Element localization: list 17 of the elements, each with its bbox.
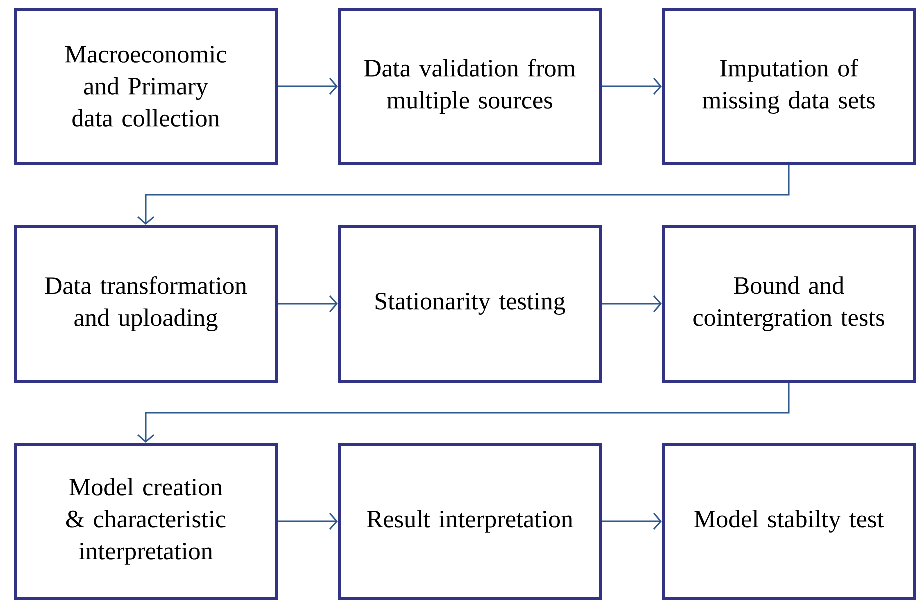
arrow [602, 513, 662, 530]
process-box: Data transformation and uploading [14, 225, 278, 383]
arrow [138, 383, 790, 443]
process-box: Imputation of missing data sets [662, 8, 916, 165]
process-box: Model stabilty test [662, 443, 916, 600]
process-box: Model creation & characteristic interpretation [14, 443, 278, 600]
arrow [278, 296, 338, 312]
process-box: Macroeconomic and Primary data collection [14, 8, 278, 165]
arrow [138, 165, 790, 225]
arrow [602, 296, 662, 312]
process-box: Stationarity testing [338, 225, 602, 383]
process-box: Bound and cointergration tests [662, 225, 916, 383]
process-box: Result interpretation [338, 443, 602, 600]
arrow [278, 513, 338, 530]
arrow [278, 78, 338, 95]
arrow [602, 78, 662, 95]
process-box: Data validation from multiple sources [338, 8, 602, 165]
